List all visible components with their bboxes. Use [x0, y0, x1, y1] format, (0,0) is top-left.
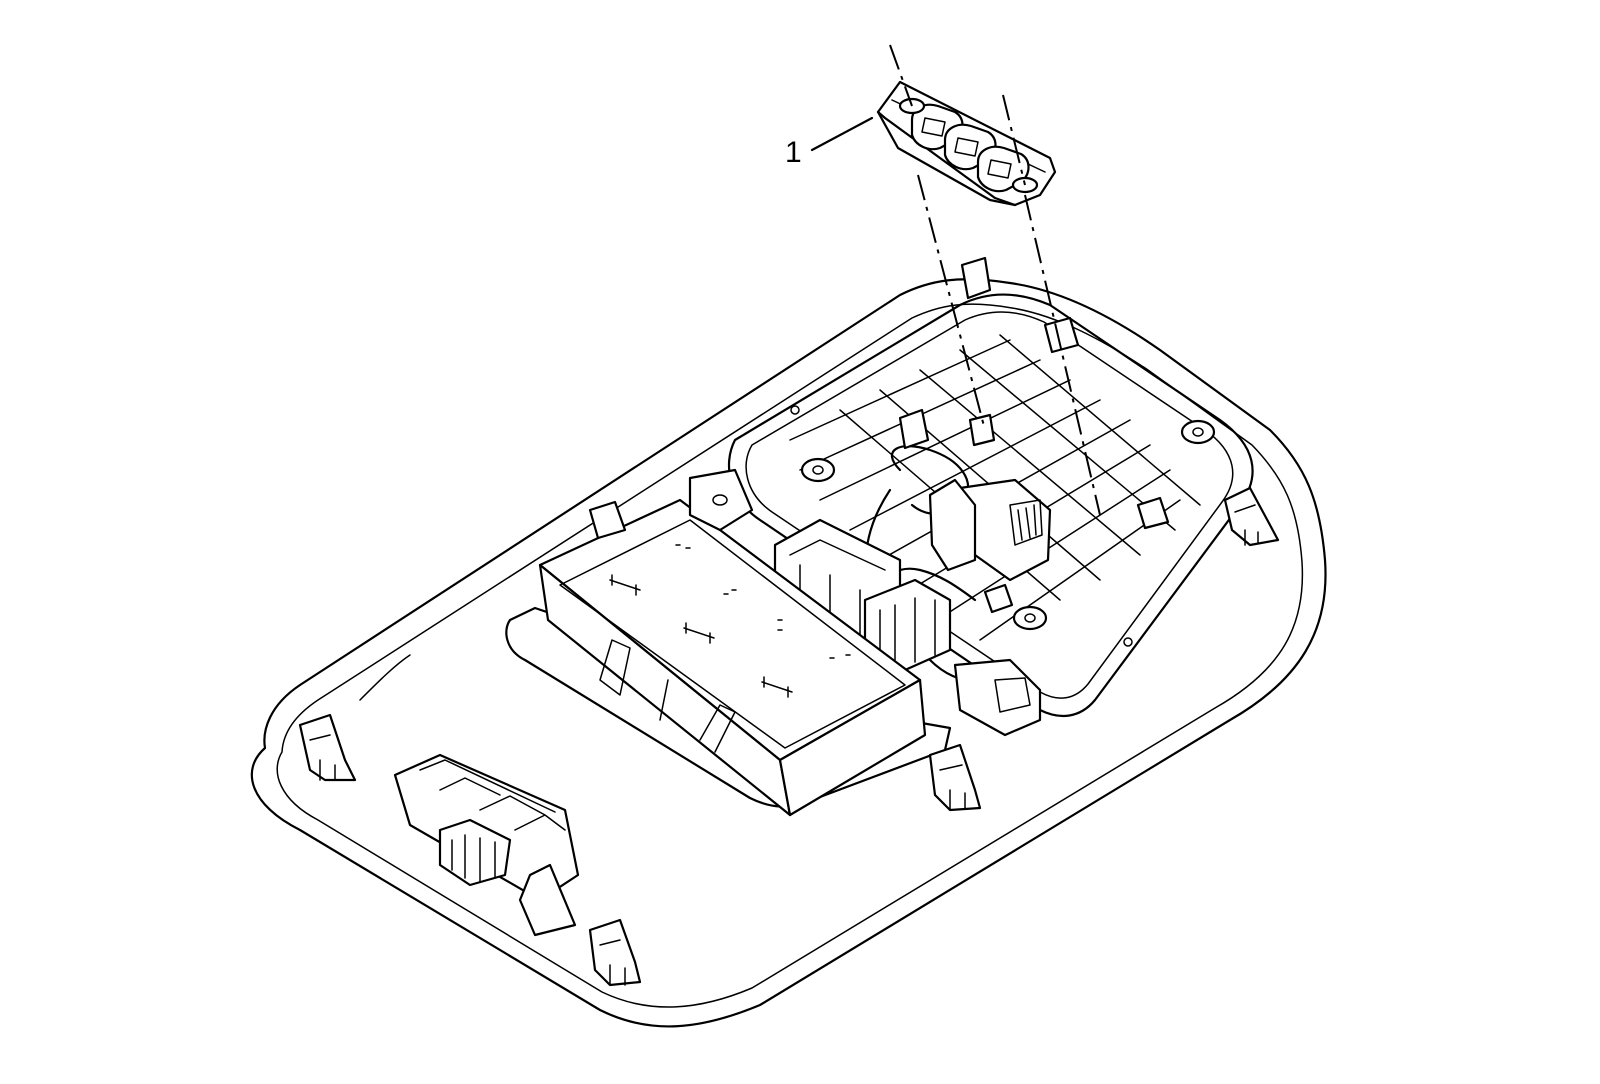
lamp-connector — [953, 658, 1042, 737]
wire-harness — [864, 445, 1052, 684]
retaining-clips — [298, 256, 1280, 987]
compartment-marks — [609, 544, 851, 698]
front-switch-module — [393, 753, 580, 937]
callout-number-1: 1 — [785, 136, 802, 169]
exploded-view-lines — [889, 44, 1101, 516]
frame-mounting-bosses — [790, 405, 1216, 647]
switch-buttons — [910, 103, 1030, 193]
switch-assembly-item-1 — [876, 80, 1057, 207]
console-housing — [250, 278, 1327, 1028]
storage-compartment — [505, 498, 952, 817]
rear-lamp-frame — [727, 293, 1254, 717]
callout-1: 1 — [785, 116, 874, 169]
